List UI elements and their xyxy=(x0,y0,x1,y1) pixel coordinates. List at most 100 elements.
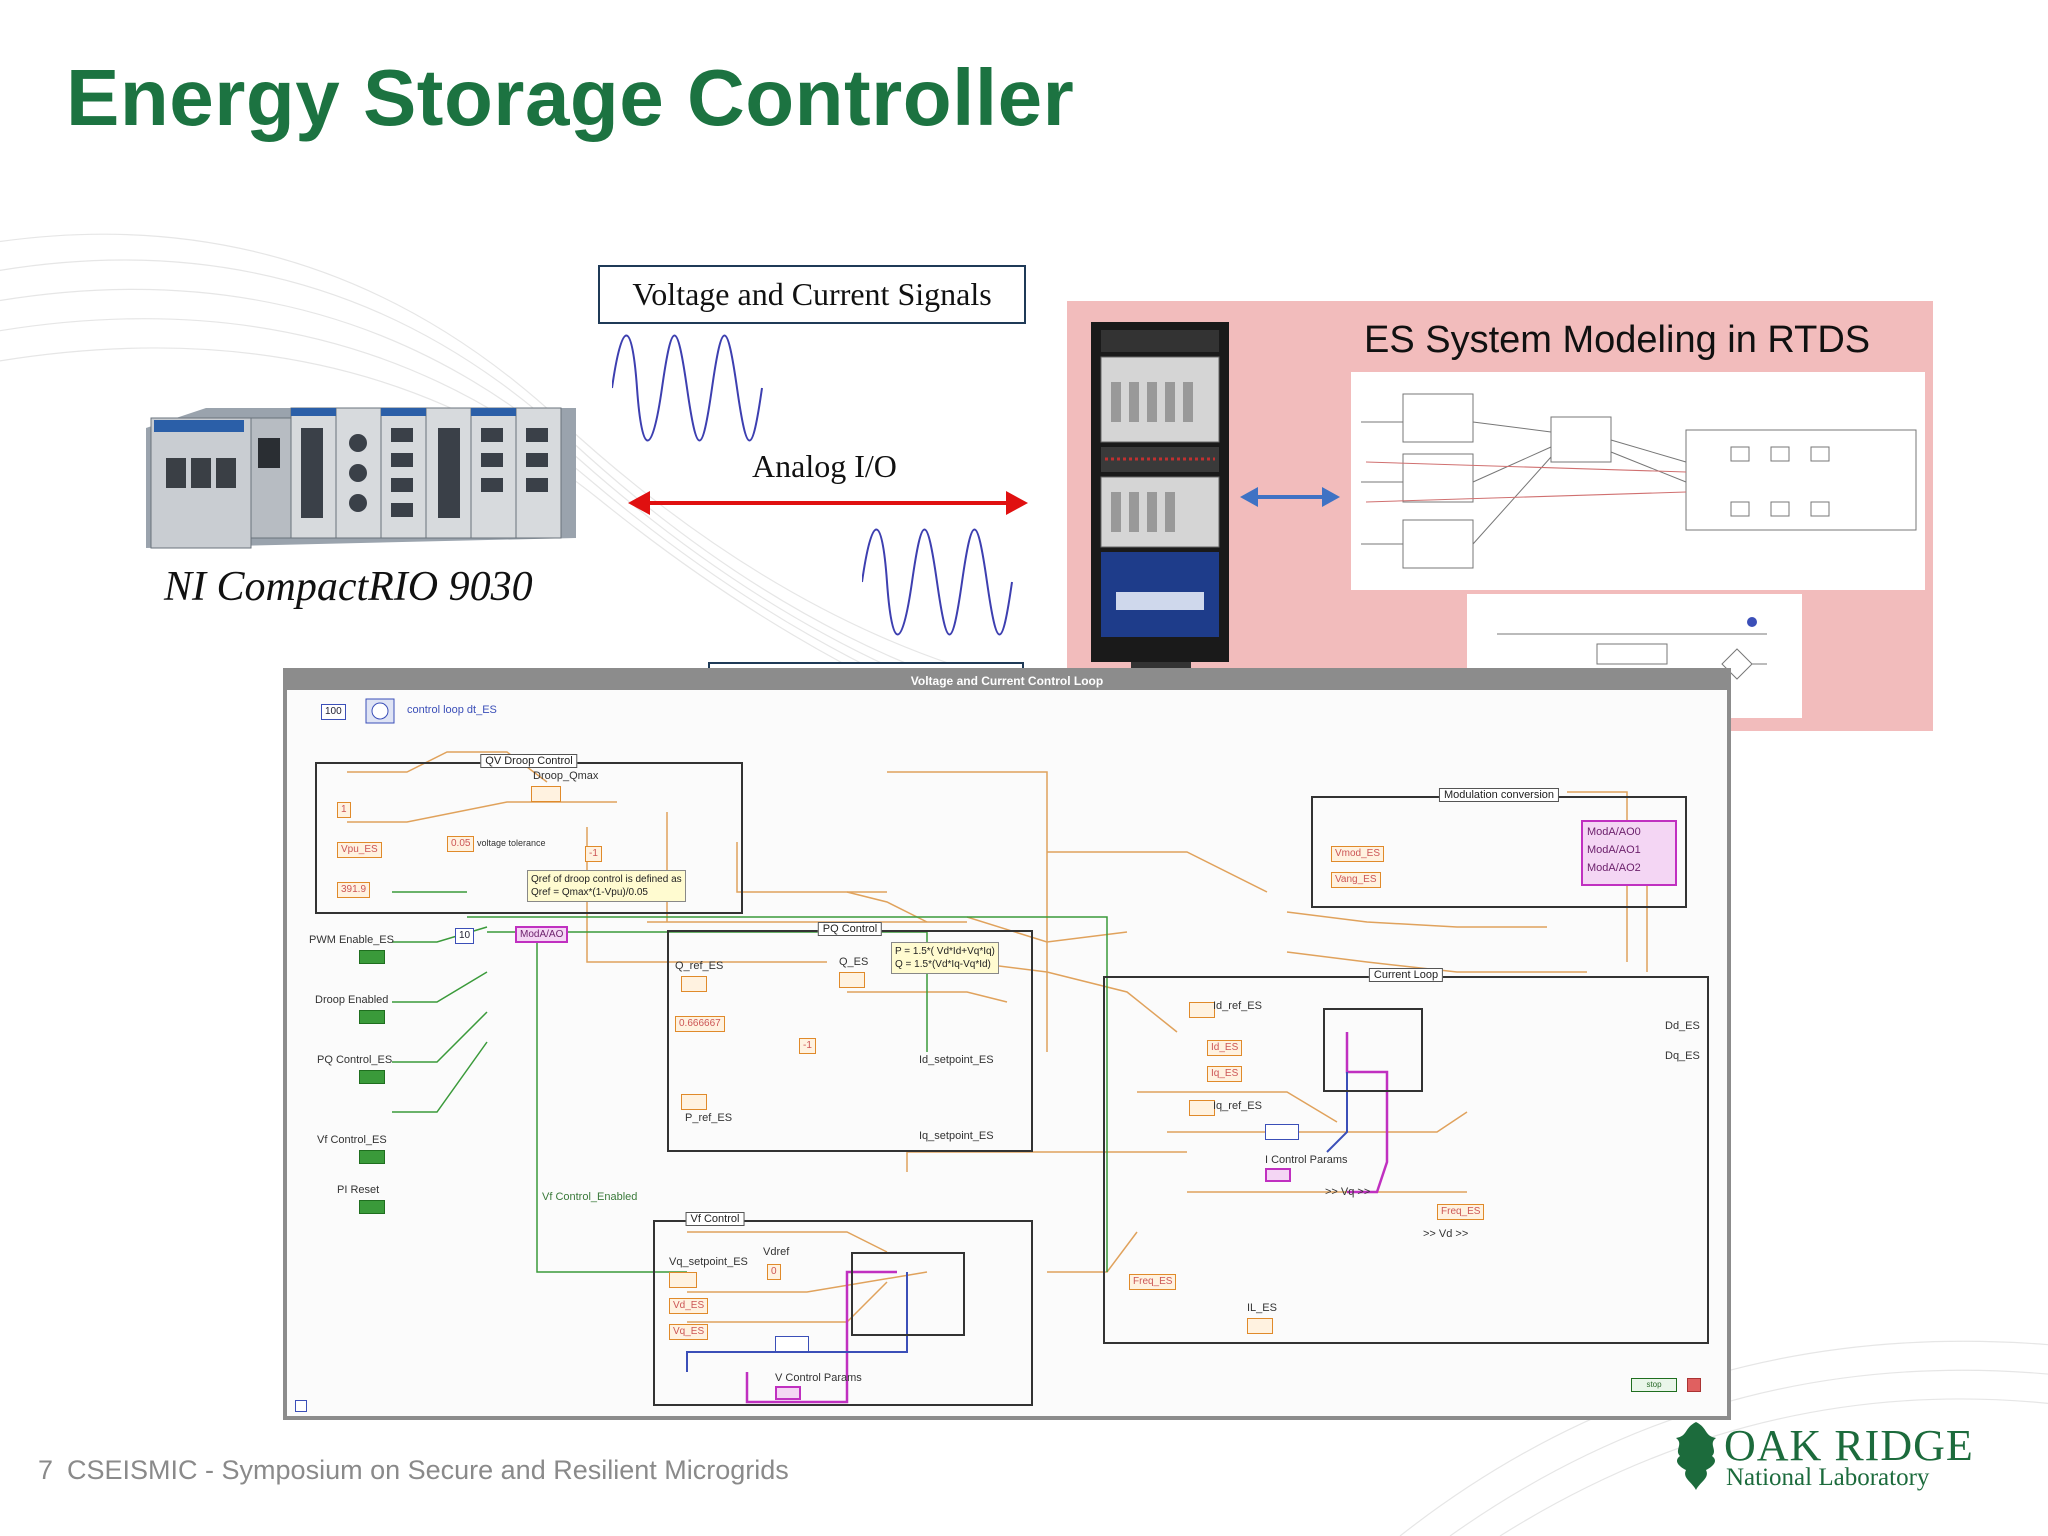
logo-oak-ridge: OAK RIDGE xyxy=(1724,1421,1974,1470)
pq-control-title: PQ Control xyxy=(817,922,883,936)
const-one[interactable]: 1 xyxy=(337,802,351,818)
q-ref-control[interactable] xyxy=(681,976,707,992)
vcontrol-cluster[interactable] xyxy=(775,1336,809,1352)
sine-wave-upper xyxy=(612,334,763,442)
modulation-title: Modulation conversion xyxy=(1438,788,1560,802)
qv-droop-title: QV Droop Control xyxy=(480,754,578,768)
slide-title: Energy Storage Controller xyxy=(66,53,1075,142)
rtds-title: ES System Modeling in RTDS xyxy=(1364,319,1871,361)
q-es-label: Q_ES xyxy=(839,956,869,968)
pq-eq1: P = 1.5*( Vd*Id+Vq*Iq) xyxy=(895,946,995,957)
logo-national-lab: National Laboratory xyxy=(1726,1464,1930,1491)
q-es-control[interactable] xyxy=(839,972,865,988)
iq-input[interactable]: Iq_ES xyxy=(1207,1066,1243,1082)
pq-neg-one[interactable]: -1 xyxy=(799,1038,816,1054)
qv-droop-frame: QV Droop Control Droop_Qmax 1 Vpu_ES 391… xyxy=(315,754,743,914)
q-ref-label: Q_ref_ES xyxy=(675,960,724,972)
tolerance-const[interactable]: 0.05 xyxy=(447,836,475,852)
vpu-input[interactable]: Vpu_ES xyxy=(337,842,382,858)
id-ref-control[interactable] xyxy=(1189,1002,1215,1018)
rtds-link-arrow xyxy=(1240,487,1340,507)
pq-control-label: PQ Control_ES xyxy=(317,1054,393,1066)
pq-control-control[interactable] xyxy=(359,1070,385,1084)
p-ref-label: P_ref_ES xyxy=(685,1112,733,1124)
vcontrol-params-control[interactable] xyxy=(775,1386,801,1400)
mod-ao-output: ModA/AO xyxy=(515,926,569,943)
p-ref-control[interactable] xyxy=(681,1094,707,1110)
mod-ao1: ModA/AO1 xyxy=(1587,844,1641,856)
vdref-label: Vdref xyxy=(763,1246,790,1258)
droop-enabled-control[interactable] xyxy=(359,1010,385,1024)
vcontrol-params-label: V Control Params xyxy=(775,1372,862,1384)
id-setpoint-label: Id_setpoint_ES xyxy=(919,1054,994,1066)
vf-enabled-indicator: Vf Control_Enabled xyxy=(542,1191,638,1203)
pi-reset-control[interactable] xyxy=(359,1200,385,1214)
il-control[interactable] xyxy=(1247,1318,1273,1334)
qref-note-line2: Qref = Qmax*(1-Vpu)/0.05 xyxy=(531,887,648,898)
analog-io-arrow xyxy=(628,491,1028,515)
loop-iteration-terminal xyxy=(295,1400,307,1412)
stop-indicator[interactable]: stop xyxy=(1631,1378,1677,1392)
vf-control-label: Vf Control_ES xyxy=(317,1134,387,1146)
labview-window-title: Voltage and Current Control Loop xyxy=(287,672,1727,690)
vang-input[interactable]: Vang_ES xyxy=(1331,872,1381,888)
vf-control-frame: Vf Control Vq_setpoint_ES Vdref 0 Vd_ES … xyxy=(653,1212,1033,1406)
vdref-const[interactable]: 0 xyxy=(767,1264,781,1280)
iq-ref-label: Iq_ref_ES xyxy=(1213,1100,1262,1112)
neg-one-const[interactable]: -1 xyxy=(585,846,602,862)
labview-block-diagram: Voltage and Current Control Loop xyxy=(283,668,1731,1420)
pq-control-frame: PQ Control Q_ref_ES Q_ES P = 1.5*( Vd*Id… xyxy=(667,922,1033,1152)
droop-qmax-label: Droop_Qmax xyxy=(533,770,599,782)
id-input[interactable]: Id_ES xyxy=(1207,1040,1243,1056)
vd-tunnel-label: >> Vd >> xyxy=(1423,1228,1469,1240)
slide-footer: 7 CSEISMIC - Symposium on Secure and Resi… xyxy=(38,1455,789,1486)
loop-rate-constant[interactable]: 100 xyxy=(321,704,346,720)
vq-setpoint-label: Vq_setpoint_ES xyxy=(669,1256,748,1268)
stop-button[interactable] xyxy=(1687,1378,1701,1392)
qref-note-line1: Qref of droop control is defined as xyxy=(531,874,682,885)
vq-input[interactable]: Vq_ES xyxy=(669,1324,709,1340)
pwm-constant[interactable]: 10 xyxy=(455,928,475,944)
vmod-input[interactable]: Vmod_ES xyxy=(1331,846,1385,862)
footer-text: CSEISMIC - Symposium on Secure and Resil… xyxy=(67,1455,789,1485)
icontrol-cluster[interactable] xyxy=(1265,1124,1299,1140)
current-loop-frame: Current Loop Id_ref_ES Id_ES Iq_ES Iq_re… xyxy=(1103,968,1709,1344)
pwm-enable-label: PWM Enable_ES xyxy=(309,934,394,946)
vf-control-control[interactable] xyxy=(359,1150,385,1164)
ornl-logo: OAK RIDGE National Laboratory xyxy=(1666,1418,1996,1494)
rtds-circuit-diagram xyxy=(1351,372,1925,590)
mod-ao2: ModA/AO2 xyxy=(1587,862,1641,874)
freq-input-left[interactable]: Freq_ES xyxy=(1129,1274,1177,1290)
modulation-output-cluster: ModA/AO0 ModA/AO1 ModA/AO2 xyxy=(1581,820,1677,886)
droop-enabled-label: Droop Enabled xyxy=(315,994,389,1006)
const-391[interactable]: 391.9 xyxy=(337,882,371,898)
qref-note: Qref of droop control is defined as Qref … xyxy=(527,870,686,902)
pi-reset-label: PI Reset xyxy=(337,1184,380,1196)
two-thirds-const[interactable]: 0.666667 xyxy=(675,1016,725,1032)
current-loop-title: Current Loop xyxy=(1368,968,1444,982)
id-ref-label: Id_ref_ES xyxy=(1213,1000,1262,1012)
tolerance-label: voltage tolerance xyxy=(477,838,546,848)
analog-io-label: Analog I/O xyxy=(752,448,897,484)
page-number: 7 xyxy=(38,1455,54,1485)
vf-control-title: Vf Control xyxy=(685,1212,745,1226)
iq-setpoint-label: Iq_setpoint_ES xyxy=(919,1130,994,1142)
pwm-enable-control[interactable] xyxy=(359,950,385,964)
vd-input[interactable]: Vd_ES xyxy=(669,1298,709,1314)
dd-label: Dd_ES xyxy=(1665,1020,1700,1032)
il-label: IL_ES xyxy=(1247,1302,1277,1314)
icontrol-params-control[interactable] xyxy=(1265,1168,1291,1182)
vq-tunnel-label: >> Vq >> xyxy=(1325,1186,1371,1198)
timer-icon xyxy=(365,698,395,724)
sine-wave-lower xyxy=(862,528,1013,636)
current-pi-subvi xyxy=(1323,1008,1423,1092)
pq-eq2: Q = 1.5*(Vd*Iq-Vq*Id) xyxy=(895,959,991,970)
droop-qmax-control[interactable] xyxy=(531,786,561,802)
compactrio-label: NI CompactRIO 9030 xyxy=(164,564,533,610)
vf-pi-subvi xyxy=(851,1252,965,1336)
oak-leaf-icon xyxy=(1676,1422,1716,1490)
freq-input[interactable]: Freq_ES xyxy=(1437,1204,1485,1220)
iq-ref-control[interactable] xyxy=(1189,1100,1215,1116)
labview-wires xyxy=(347,751,1648,1404)
vq-setpoint-control[interactable] xyxy=(669,1272,697,1288)
